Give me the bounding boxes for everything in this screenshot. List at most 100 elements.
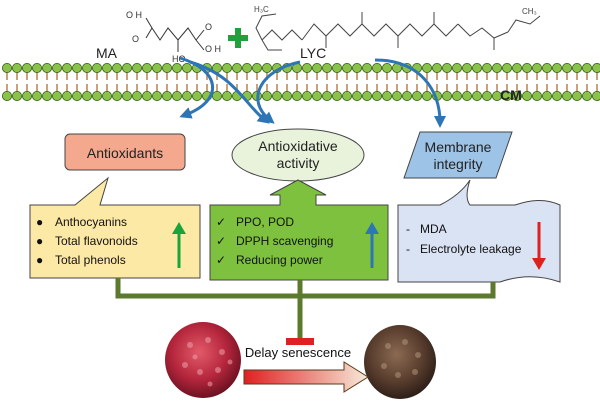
lipid-head — [221, 91, 232, 102]
lipid-head — [141, 91, 152, 102]
lipid-head — [241, 63, 252, 74]
lipid-head — [171, 91, 182, 102]
lycopene-structure — [255, 12, 541, 51]
cell-membrane-bilayer — [2, 63, 600, 102]
check-2: ✓ — [216, 234, 226, 248]
item-phenols: Total phenols — [55, 253, 126, 267]
lipid-head — [181, 91, 192, 102]
check-1: ✓ — [216, 215, 226, 229]
lipid-head — [151, 63, 162, 74]
lipid-head — [211, 91, 222, 102]
lipid-head — [2, 63, 12, 74]
lipid-head — [471, 63, 482, 74]
lipid-head — [542, 91, 553, 102]
lipid-head — [52, 63, 63, 74]
lipid-head — [171, 63, 182, 74]
lipid-head — [522, 63, 533, 74]
antioxidants-box: Antioxidants — [64, 133, 186, 171]
lipid-head — [481, 63, 492, 74]
lipid-head — [381, 63, 392, 74]
lipid-head — [32, 91, 43, 102]
lipid-head — [321, 63, 332, 74]
lipid-head — [562, 63, 573, 74]
lipid-head — [131, 91, 142, 102]
plus-icon — [228, 28, 248, 48]
lipid-head — [512, 63, 523, 74]
ma-atom-oh1: O H — [126, 10, 142, 20]
lipid-head — [532, 91, 543, 102]
lipid-head — [491, 91, 502, 102]
lyc-atom-h3c: H₃C — [254, 5, 269, 14]
lipid-head — [141, 63, 152, 74]
lipid-head — [21, 91, 32, 102]
lipid-head — [231, 63, 242, 74]
lyc-atom-ch3: CH₃ — [522, 7, 537, 16]
arrow-lyc-to-activity — [256, 60, 301, 124]
ma-label: MA — [96, 45, 118, 61]
lipid-head — [2, 91, 12, 102]
dash-1: - — [406, 222, 410, 236]
connector-lines — [115, 278, 496, 338]
lipid-head — [331, 91, 342, 102]
lipid-head — [72, 63, 83, 74]
lipid-head — [592, 91, 600, 101]
lipid-head — [562, 91, 573, 102]
fresh-litchi-image — [165, 322, 241, 398]
uptake-arrows — [179, 56, 446, 128]
lipid-head — [102, 91, 113, 102]
check-3: ✓ — [216, 253, 226, 267]
item-mda: MDA — [420, 222, 447, 236]
lipid-head — [122, 91, 133, 102]
senescence-arrow — [243, 361, 369, 393]
lipid-head — [271, 91, 282, 102]
lipid-head — [441, 91, 452, 102]
item-electrolyte: Electrolyte leakage — [420, 242, 522, 256]
lipid-head — [32, 63, 43, 74]
lipid-head — [42, 91, 53, 102]
lipid-head — [62, 91, 73, 102]
lipid-head — [261, 63, 272, 74]
lipid-head — [391, 91, 402, 102]
item-flavonoids: Total flavonoids — [55, 234, 138, 248]
lipid-head — [82, 91, 93, 102]
lipid-head — [461, 63, 472, 74]
lipid-head — [251, 63, 262, 74]
ma-atom-ho: HO — [172, 54, 186, 64]
lipid-head — [311, 63, 322, 74]
lipid-head — [92, 91, 103, 102]
lipid-head — [351, 91, 362, 102]
lipid-head — [122, 63, 133, 74]
lipid-head — [261, 91, 272, 102]
lipid-head — [112, 91, 123, 102]
antioxidants-title: Antioxidants — [87, 145, 163, 161]
membrane-label: CM — [500, 87, 522, 103]
dash-2: - — [406, 242, 410, 256]
lipid-head — [451, 91, 462, 102]
lipid-head — [451, 63, 462, 74]
bullet-3: ● — [36, 253, 43, 267]
ma-atom-oh5: O H — [205, 44, 221, 54]
lipid-head — [221, 63, 232, 74]
lipid-head — [321, 91, 332, 102]
lipid-head — [42, 63, 53, 74]
inhibition-bar — [286, 338, 314, 345]
lipid-head — [441, 63, 452, 74]
lipid-head — [161, 91, 172, 102]
lipid-head — [552, 63, 563, 74]
lipid-head — [151, 91, 162, 102]
lipid-head — [301, 63, 312, 74]
lipid-head — [501, 91, 512, 102]
lipid-head — [421, 91, 432, 102]
lipid-head — [471, 91, 482, 102]
activity-callout: ✓ PPO, POD ✓ DPPH scavenging ✓ Reducing … — [209, 179, 389, 281]
lyc-label: LYC — [300, 45, 326, 61]
lipid-head — [501, 63, 512, 74]
lipid-head — [181, 63, 192, 74]
lipid-head — [351, 63, 362, 74]
lipid-head — [52, 91, 63, 102]
activity-ellipse: Antioxidative activity — [231, 128, 365, 182]
membrane-callout: - MDA - Electrolyte leakage — [397, 179, 561, 283]
lipid-head — [361, 63, 372, 74]
